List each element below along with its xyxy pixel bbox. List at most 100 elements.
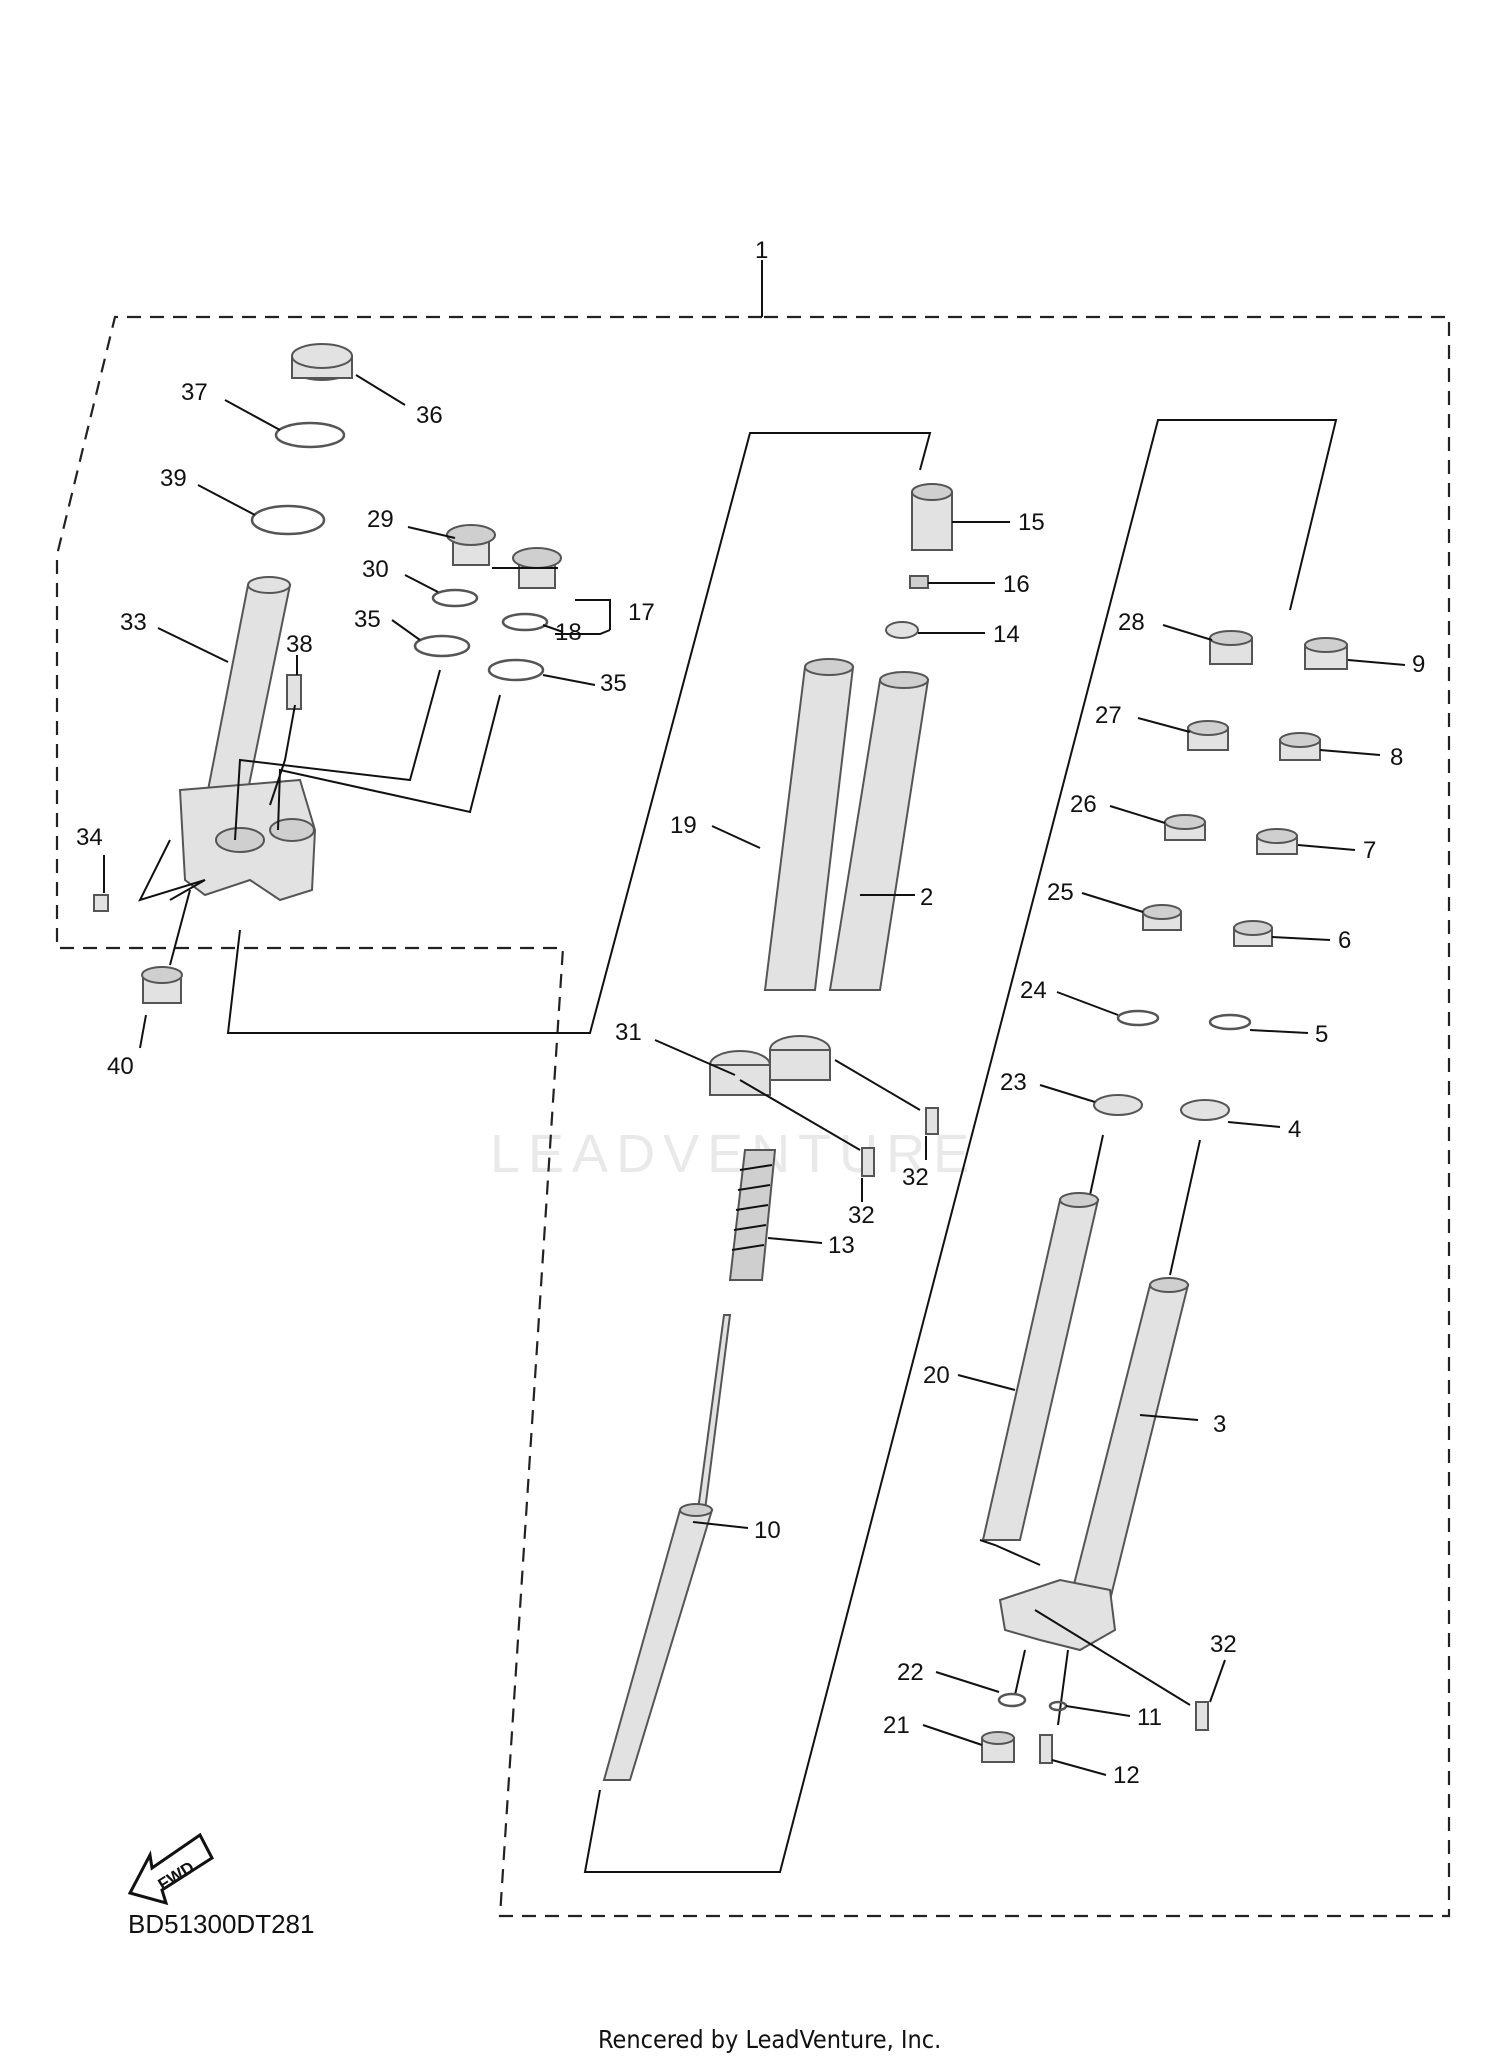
axle-bracket-part <box>998 1578 1117 1652</box>
leader-lines <box>103 374 1406 1776</box>
callout-34: 34 <box>76 824 103 851</box>
bushing-part <box>1279 732 1321 761</box>
callout-31: 31 <box>615 1019 642 1046</box>
nut-part <box>981 1731 1015 1763</box>
callout-32a: 32 <box>902 1164 929 1191</box>
seal-ring-part <box>274 421 346 449</box>
bolt-part <box>861 1147 875 1177</box>
seal-part <box>1180 1099 1230 1121</box>
inner-tube-part <box>981 1192 1100 1541</box>
guide-line <box>1034 1609 1191 1706</box>
callout-20: 20 <box>923 1362 950 1389</box>
callout-23: 23 <box>1000 1069 1027 1096</box>
watermark: LEADVENTURE <box>490 1124 977 1184</box>
o-ring-part <box>487 658 545 682</box>
inner-tube-group-outline <box>583 419 1338 1873</box>
callout-15: 15 <box>1018 509 1045 536</box>
callout-38: 38 <box>286 631 313 658</box>
guide-line <box>834 1059 921 1111</box>
seal-part <box>1093 1094 1143 1116</box>
guide-line <box>1014 1649 1026 1696</box>
callout-24: 24 <box>1020 977 1047 1004</box>
callout-27: 27 <box>1095 702 1122 729</box>
callout-40: 40 <box>107 1053 134 1080</box>
callout-25: 25 <box>1047 879 1074 906</box>
callout-13: 13 <box>828 1232 855 1259</box>
callout-22: 22 <box>897 1659 924 1686</box>
bolt-part <box>1039 1734 1053 1764</box>
cap-bolt-part <box>512 547 562 589</box>
bushing-part <box>1187 720 1229 751</box>
bushing-part <box>1164 814 1206 841</box>
guide-line <box>138 839 206 902</box>
callout-1: 1 <box>755 237 768 264</box>
bushing-part <box>1142 904 1182 931</box>
bushing-part <box>1304 637 1348 670</box>
outer-tube-part <box>763 658 855 991</box>
cap-bolt-part <box>446 524 496 566</box>
bolt-part <box>925 1107 939 1135</box>
callout-2: 2 <box>920 884 933 911</box>
callout-3: 3 <box>1213 1411 1226 1438</box>
guide-line <box>169 889 191 966</box>
callout-39: 39 <box>160 465 187 492</box>
callout-36: 36 <box>416 402 443 429</box>
callout-4: 4 <box>1288 1116 1301 1143</box>
o-ring-part <box>997 1692 1027 1708</box>
callout-30: 30 <box>362 556 389 583</box>
guide-line <box>1089 1134 1104 1196</box>
damper-rod-part <box>602 1314 732 1781</box>
o-ring-part <box>501 612 549 632</box>
callout-26: 26 <box>1070 791 1097 818</box>
circlip-part <box>1208 1013 1252 1031</box>
callout-35b: 35 <box>600 670 627 697</box>
callout-6: 6 <box>1338 927 1351 954</box>
washer-part <box>885 621 919 639</box>
circlip-part <box>1116 1009 1160 1027</box>
spring-part <box>728 1149 777 1281</box>
o-ring-part <box>413 634 471 658</box>
callout-14: 14 <box>993 621 1020 648</box>
callout-32c: 32 <box>1210 1631 1237 1658</box>
callout-33: 33 <box>120 609 147 636</box>
callout-10: 10 <box>754 1517 781 1544</box>
callout-37: 37 <box>181 379 208 406</box>
callout-35a: 35 <box>354 606 381 633</box>
guide-line <box>1169 1139 1201 1276</box>
callout-18: 18 <box>555 619 582 646</box>
steering-stem-bracket-part <box>178 576 317 902</box>
callout-11: 11 <box>1137 1704 1162 1731</box>
bushing-part <box>1209 630 1253 665</box>
guide-line <box>234 669 441 841</box>
bushing-part <box>141 966 183 1004</box>
diagram-code: BD51300DT281 <box>128 1909 314 1939</box>
callout-12: 12 <box>1113 1762 1140 1789</box>
collar-part <box>911 483 953 551</box>
inner-tube-part <box>1068 1277 1190 1601</box>
bushing-part <box>1233 920 1273 947</box>
callout-32b: 32 <box>848 1202 875 1229</box>
assembly-boundary <box>55 315 1451 1918</box>
callout-28: 28 <box>1118 609 1145 636</box>
guide-line <box>269 704 296 806</box>
callout-8: 8 <box>1390 744 1403 771</box>
callout-7: 7 <box>1363 837 1376 864</box>
callout-9: 9 <box>1412 651 1425 678</box>
credit-line: Rencered by LeadVenture, Inc. <box>598 2025 941 2054</box>
guide-line <box>739 1079 861 1151</box>
callout-5: 5 <box>1315 1021 1328 1048</box>
bushing-part <box>1256 828 1298 855</box>
callout-16: 16 <box>1003 571 1030 598</box>
callout-21: 21 <box>883 1712 910 1739</box>
fwd-arrow-icon: FWD <box>127 1832 214 1906</box>
guide-line <box>1057 1649 1069 1726</box>
callout-19: 19 <box>670 812 697 839</box>
washer-part <box>250 504 326 536</box>
washer-part <box>1048 1700 1068 1712</box>
guide-line <box>277 694 501 831</box>
guide-line <box>979 1539 1041 1566</box>
callout-17: 17 <box>628 599 655 626</box>
bolt-part <box>1195 1701 1209 1731</box>
clamp-part <box>709 1035 831 1096</box>
